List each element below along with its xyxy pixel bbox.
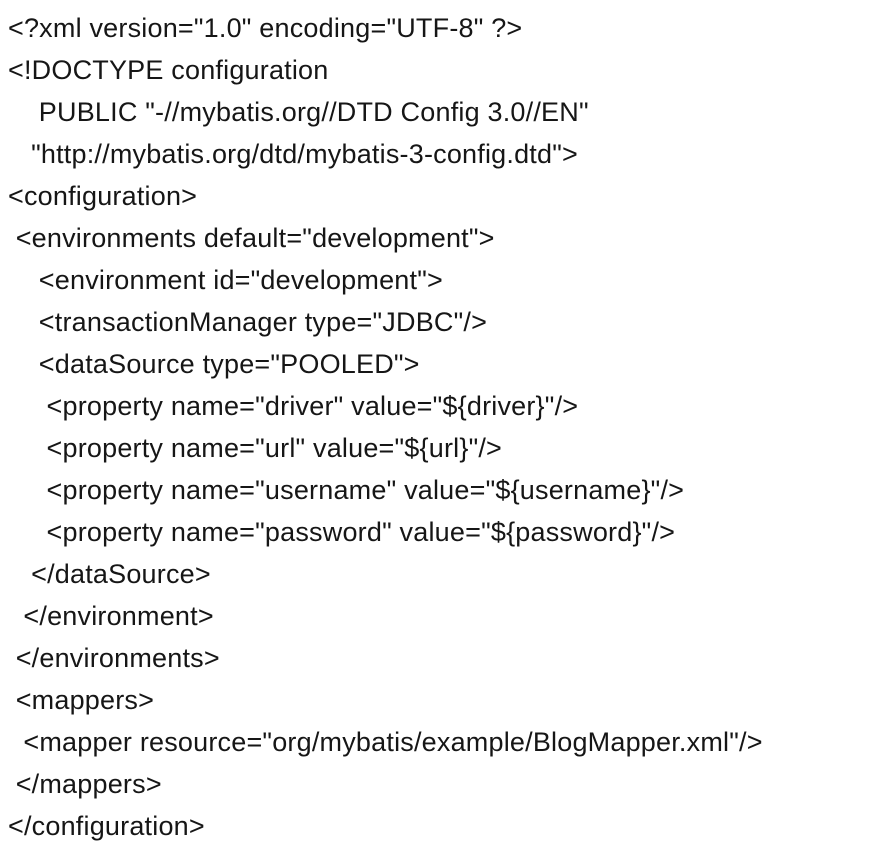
code-line-environments-open: <environments default="development">: [8, 223, 495, 253]
code-line-transaction-manager: <transactionManager type="JDBC"/>: [8, 307, 488, 337]
code-line-property-password: <property name="password" value="${passw…: [8, 517, 676, 547]
code-line-configuration-close: </configuration>: [8, 811, 205, 841]
code-line-environment-close: </environment>: [8, 601, 214, 631]
code-line-property-username: <property name="username" value="${usern…: [8, 475, 685, 505]
code-line-mappers-open: <mappers>: [8, 685, 155, 715]
code-line-datasource-close: </dataSource>: [8, 559, 211, 589]
code-line-environments-close: </environments>: [8, 643, 220, 673]
code-line-doctype: <!DOCTYPE configuration: [8, 55, 329, 85]
code-line-property-driver: <property name="driver" value="${driver}…: [8, 391, 579, 421]
code-line-property-url: <property name="url" value="${url}"/>: [8, 433, 503, 463]
code-line-xml-declaration: <?xml version="1.0" encoding="UTF-8" ?>: [8, 13, 523, 43]
code-line-mapper-resource: <mapper resource="org/mybatis/example/Bl…: [8, 727, 763, 757]
code-line-datasource-open: <dataSource type="POOLED">: [8, 349, 420, 379]
code-line-mappers-close: </mappers>: [8, 769, 162, 799]
code-line-doctype-public: PUBLIC "-//mybatis.org//DTD Config 3.0//…: [8, 97, 589, 127]
code-line-doctype-dtd-url: "http://mybatis.org/dtd/mybatis-3-config…: [8, 139, 578, 169]
code-line-configuration-open: <configuration>: [8, 181, 198, 211]
code-line-environment-open: <environment id="development">: [8, 265, 443, 295]
